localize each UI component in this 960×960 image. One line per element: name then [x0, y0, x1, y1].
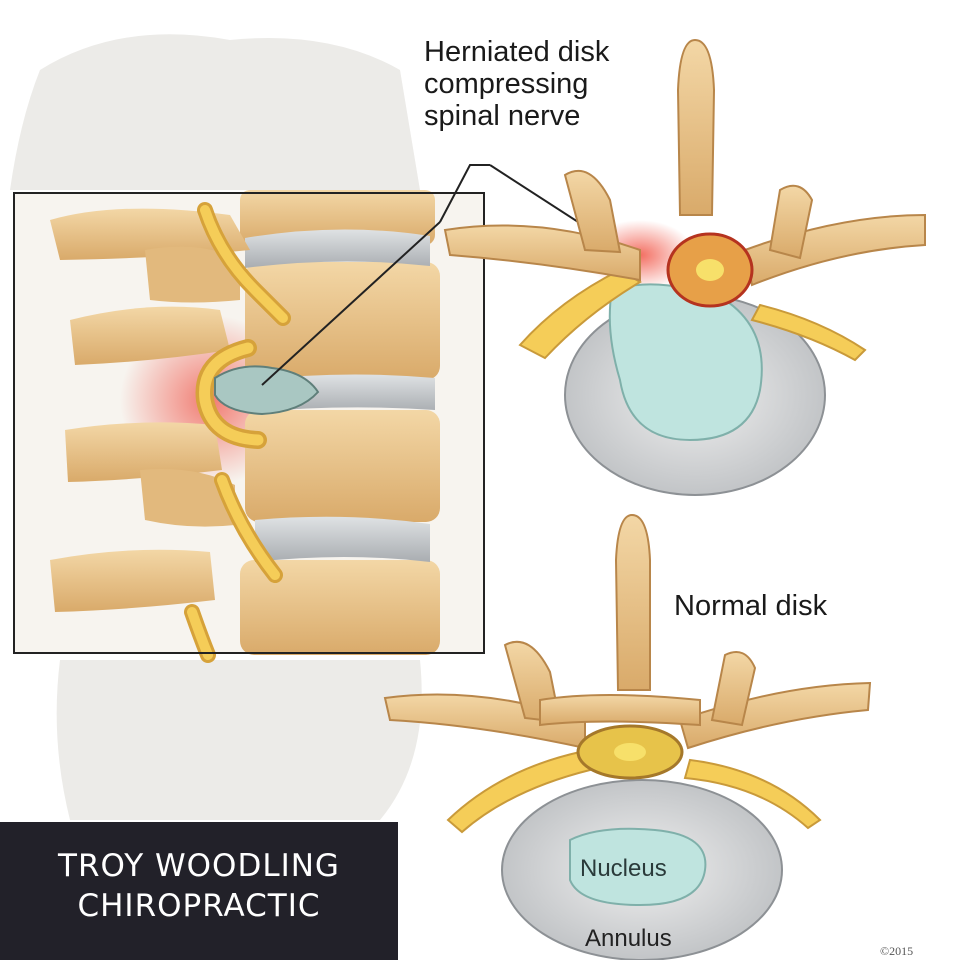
background-spine-silhouette	[10, 34, 422, 820]
herniated-label-line-2: compressing	[424, 68, 589, 100]
herniated-disk-label: Herniated disk compressing spinal nerve	[424, 36, 684, 132]
herniated-label-line-3: spinal nerve	[424, 100, 581, 132]
brand-name-line-2: CHIROPRACTIC	[77, 888, 321, 924]
lateral-spine-inset	[13, 190, 485, 663]
annulus-label: Annulus	[585, 925, 672, 952]
nucleus-label: Nucleus	[580, 855, 667, 882]
normal-axial-view	[383, 513, 872, 960]
copyright-notice: ©2015	[880, 944, 914, 958]
herniated-label-line-1: Herniated disk	[424, 36, 610, 68]
herniated-axial-view	[443, 38, 926, 496]
brand-name-line-1: TROY WOODLING	[58, 848, 340, 884]
normal-disk-label: Normal disk	[674, 590, 828, 622]
brand-banner: TROY WOODLING CHIROPRACTIC	[0, 822, 398, 960]
